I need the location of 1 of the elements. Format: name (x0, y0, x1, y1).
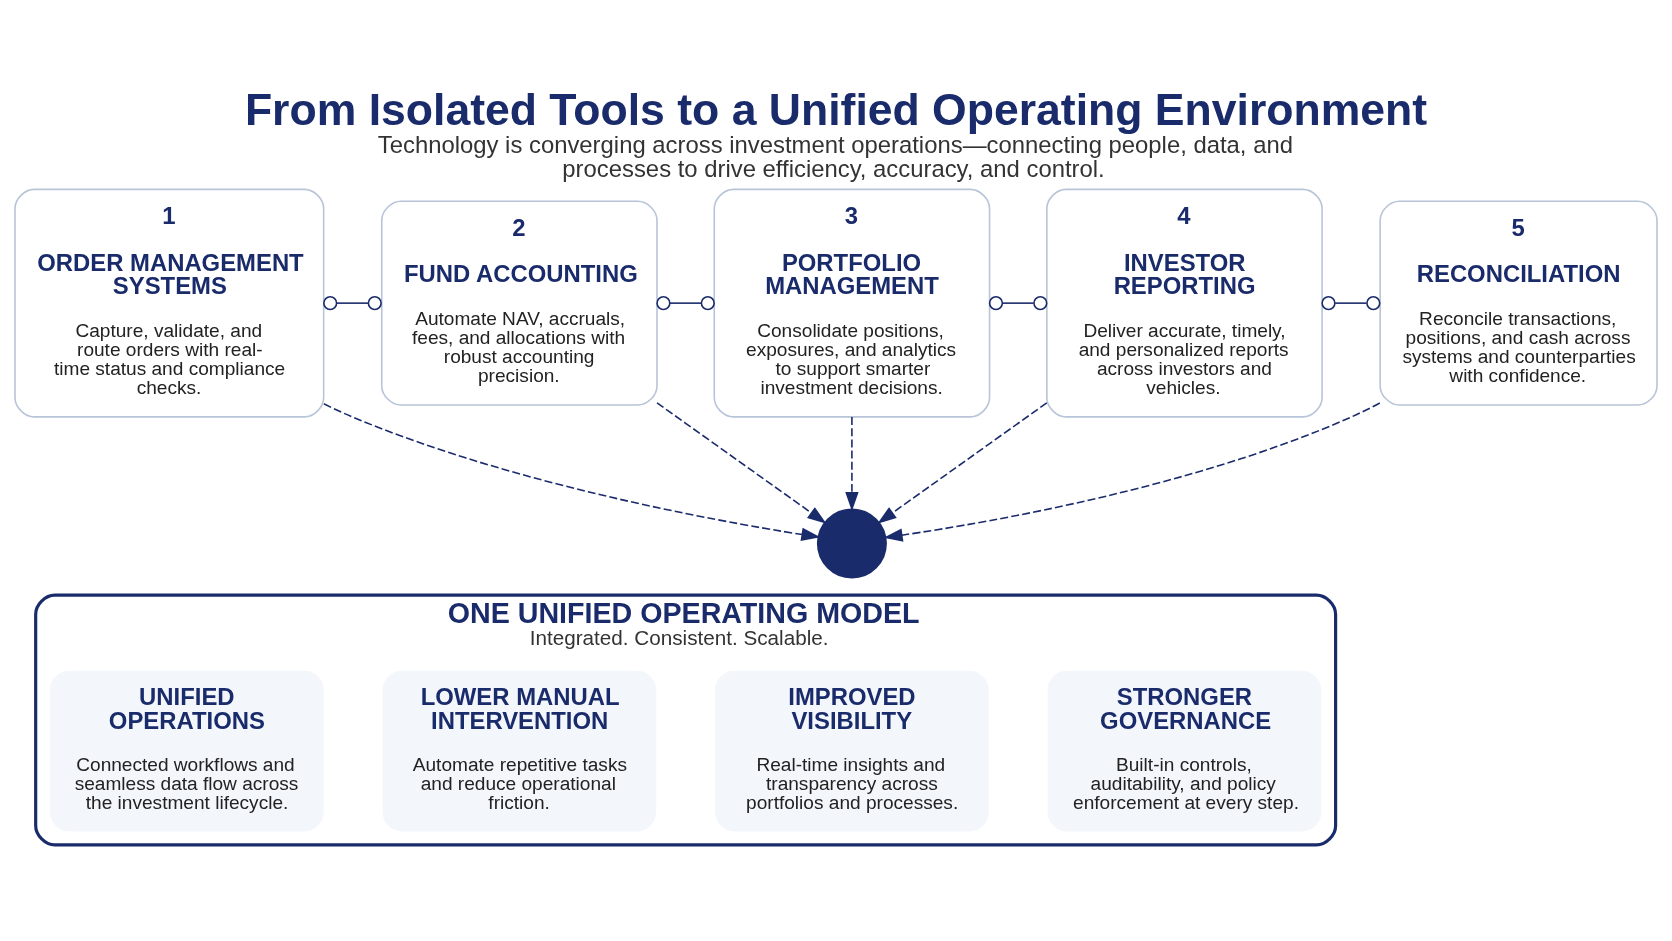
diagram-title: From Isolated Tools to a Unified Operating Environment (244, 84, 1428, 134)
